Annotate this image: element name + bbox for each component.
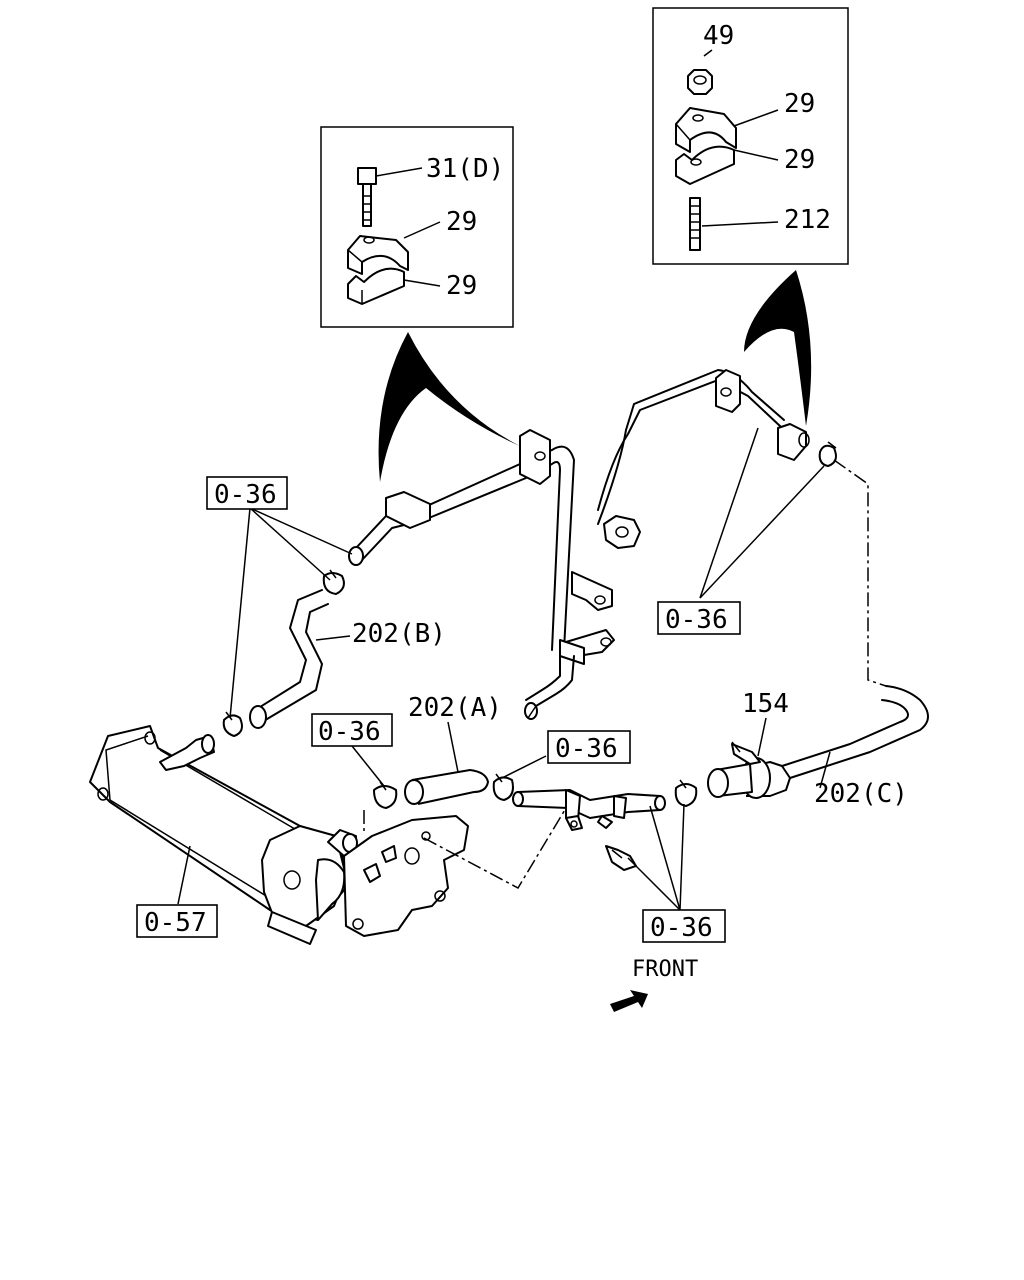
callout-hose-a: 202(A) bbox=[408, 693, 502, 723]
clamp-part-lower bbox=[347, 267, 405, 305]
ref-box-mid-center: 0-36 bbox=[547, 730, 631, 764]
detail-pointer-right bbox=[744, 270, 812, 426]
ref-box-top-left: 0-36 bbox=[206, 476, 288, 510]
callout-clip: 154 bbox=[742, 689, 789, 719]
hose-b bbox=[222, 569, 345, 737]
ref-057: 0-57 bbox=[144, 908, 207, 938]
ref-box-mid-left: 0-36 bbox=[311, 713, 393, 747]
ref-036-mid-left: 0-36 bbox=[318, 717, 381, 747]
egr-cooler bbox=[89, 725, 469, 945]
ref-036-mid-center: 0-36 bbox=[555, 734, 618, 764]
callout-clamp-left-upper: 29 bbox=[446, 207, 477, 237]
pipe-upper-right bbox=[597, 369, 837, 549]
detail-pointer-left bbox=[378, 332, 520, 482]
hose-a bbox=[373, 769, 514, 809]
clamp-part-upper-right bbox=[675, 107, 737, 153]
ref-box-right: 0-36 bbox=[657, 601, 741, 635]
stud-part bbox=[689, 197, 701, 251]
detail-box-left: 31(D) 29 29 bbox=[320, 126, 514, 328]
ref-036-right: 0-36 bbox=[665, 605, 728, 635]
pipe-center bbox=[512, 779, 698, 871]
clamp-part-lower-right bbox=[675, 145, 735, 185]
leader-lines bbox=[177, 427, 831, 911]
callout-clamp-right-lower: 29 bbox=[784, 145, 815, 175]
callout-bolt-d: 31(D) bbox=[426, 154, 504, 184]
dashed-connector-center bbox=[423, 807, 567, 889]
ref-box-057: 0-57 bbox=[136, 904, 218, 938]
callout-nut: 49 bbox=[703, 21, 734, 51]
front-label: FRONT bbox=[632, 957, 698, 982]
nut-part bbox=[687, 69, 713, 95]
clamp-part-upper bbox=[347, 235, 409, 275]
detail-box-right: 49 29 29 212 bbox=[652, 7, 849, 265]
front-arrow-icon bbox=[610, 990, 648, 1012]
callout-stud: 212 bbox=[784, 205, 831, 235]
ref-036-bottom: 0-36 bbox=[650, 913, 713, 943]
bolt-part bbox=[357, 167, 377, 227]
callout-clamp-left-lower: 29 bbox=[446, 271, 477, 301]
callout-clamp-right-upper: 29 bbox=[784, 89, 815, 119]
pipe-upper-left bbox=[348, 429, 615, 720]
callout-hose-c: 202(C) bbox=[814, 779, 908, 809]
dashed-connector-right bbox=[833, 459, 887, 687]
ref-box-bottom: 0-36 bbox=[642, 909, 726, 943]
callout-hose-b: 202(B) bbox=[352, 619, 446, 649]
ref-036-top-left: 0-36 bbox=[214, 480, 277, 510]
hose-c bbox=[707, 685, 929, 799]
